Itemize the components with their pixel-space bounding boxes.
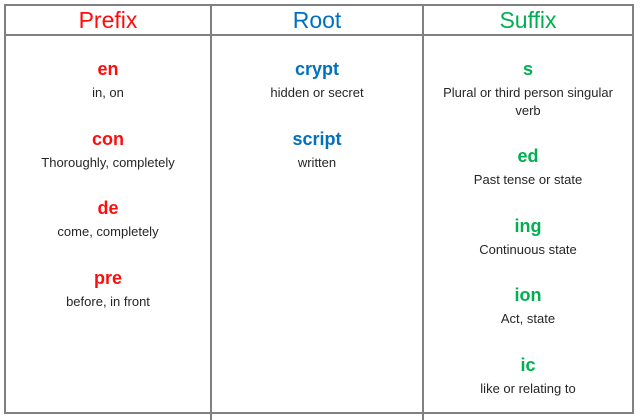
- term: en: [97, 59, 119, 79]
- definition: Past tense or state: [473, 172, 583, 187]
- definition: written: [297, 154, 337, 170]
- entry: en in, on: [12, 58, 204, 102]
- definition: Act, state: [500, 311, 556, 326]
- term: de: [97, 198, 119, 218]
- entry: ic like or relating to: [430, 354, 626, 398]
- column-header-prefix: Prefix: [6, 6, 210, 36]
- definition: Continuous state: [479, 241, 577, 257]
- term: ion: [514, 285, 542, 305]
- term: crypt: [294, 59, 339, 79]
- entry: pre before, in front: [12, 267, 204, 311]
- definition: in, on: [92, 85, 124, 100]
- definition: hidden or secret: [270, 85, 364, 100]
- definition: before, in front: [66, 293, 150, 309]
- entry: de come, completely: [12, 197, 204, 241]
- definition: Plural or third person singular verb: [443, 85, 613, 118]
- term: con: [91, 128, 124, 149]
- column-header-suffix: Suffix: [422, 6, 632, 36]
- entry: crypt hidden or secret: [218, 58, 416, 102]
- definition: come, completely: [57, 224, 159, 239]
- term: ic: [520, 354, 536, 375]
- term: script: [292, 128, 342, 149]
- entry: script written: [218, 128, 416, 172]
- term: s: [522, 59, 533, 79]
- definition: like or relating to: [480, 380, 576, 396]
- definition: Thoroughly, completely: [41, 154, 175, 170]
- column-header-root: Root: [210, 6, 422, 36]
- term: pre: [93, 267, 122, 288]
- term: ing: [514, 215, 542, 236]
- column-body-root: crypt hidden or secret script written: [210, 36, 422, 420]
- term: ed: [517, 146, 539, 166]
